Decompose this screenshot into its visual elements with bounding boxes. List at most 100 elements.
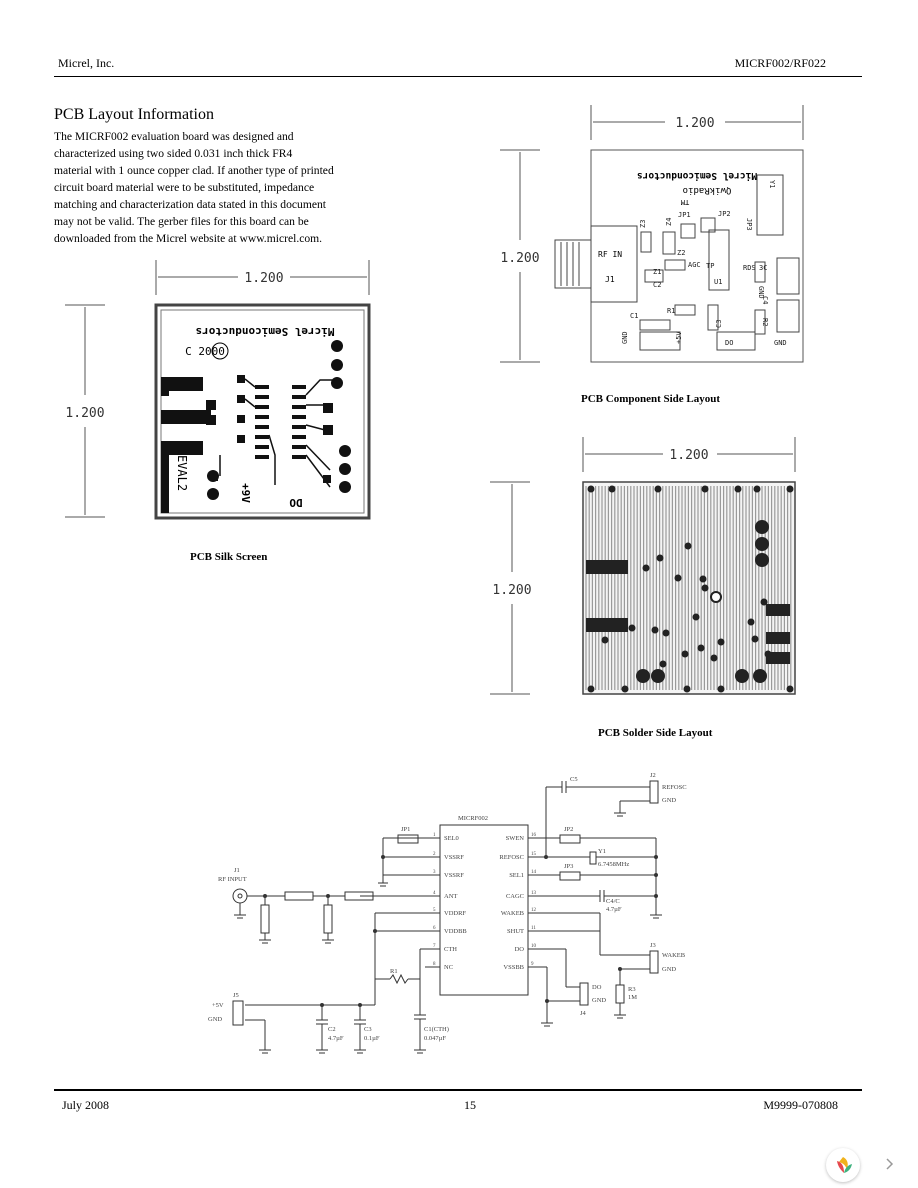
component-rds: RDS [743,264,756,272]
schematic-pin-right: SWEN [506,835,525,842]
header-right: MICRF002/RF022 [734,56,826,70]
schematic-pin-num: 13 [531,891,537,896]
component-c1: C1 [630,312,638,320]
footer-page-number: 15 [464,1098,476,1112]
schematic-pin-num: 15 [531,852,537,857]
schematic-c4: C4/C [606,898,620,905]
silk-logo-text: Micrel Semiconductors [195,325,334,338]
schematic-pin-left: SEL0 [444,835,459,842]
solder-dim-width: 1.200 [669,448,708,463]
header-left: Micrel, Inc. [58,56,115,70]
schematic-pin-left: VDDBB [444,928,467,935]
component-tp: TP [706,262,714,270]
pcb-solder-side-figure: 1.200 1.200 [490,437,796,695]
schematic-c3: C3 [364,1026,372,1033]
pcb-component-side-figure: 1.200 1.200 RF IN J1 Micrel Semiconducto… [500,105,804,363]
schematic-j4: J4 [580,1010,587,1017]
silk-plus9v-label: +9V [239,483,252,503]
schematic-pin-num: 10 [531,944,537,949]
pcb-silk-screen-figure: 1.200 1.200 Micrel Semiconductors C 2000… [65,260,371,520]
schematic-j2-gnd: GND [662,797,676,804]
footer-doc-number: M9999-070808 [763,1098,838,1112]
component-r2: R2 [761,318,769,326]
schematic-r3: R3 [628,986,636,993]
schematic-r1: R1 [390,968,398,975]
paragraph-line: may not be valid. The gerber files for t… [54,215,309,228]
schematic-c2-val: 4.7µF [328,1035,344,1042]
schematic-pin-num: 4 [433,891,436,896]
schematic-jp2: JP2 [564,826,573,833]
silk-eval-label: EVAL2 [175,455,189,491]
schematic-j5: J5 [233,992,239,999]
schematic-pin-num: 8 [433,962,436,967]
schematic-pin-num: 1 [433,833,436,838]
caption-component-side: PCB Component Side Layout [581,393,721,405]
component-plus5v: +5V [675,331,683,344]
component-c3: C3 [715,320,723,328]
schematic-plus5v: +5V [212,1002,224,1009]
schematic-pin-num: 14 [531,870,537,875]
schematic-pin-right: DO [515,946,525,953]
silk-dim-width: 1.200 [244,271,283,286]
schematic-pin-num: 3 [433,870,436,875]
silk-dim-height: 1.200 [65,406,104,421]
schematic-diagram: MICRF002 SEL0 VSSRF VSSRF ANT VDDRF VDDB… [208,772,687,1054]
silk-copyright: C 2000 [185,345,225,358]
component-do: DO [725,339,733,347]
schematic-c3-val: 0.1µF [364,1035,380,1042]
schematic-pin-right: SEL1 [509,872,524,879]
schematic-pin-num: 2 [433,852,436,857]
schematic-c2: C2 [328,1026,336,1033]
schematic-jp1: JP1 [401,826,410,833]
footer-rule [54,1089,862,1091]
schematic-pin-num: 9 [531,962,534,967]
schematic-pin-num: 16 [531,833,537,838]
component-logo-text: Micrel Semiconductors [637,170,757,181]
schematic-c1-val: 0.047µF [424,1035,446,1042]
next-page-button[interactable] [878,1152,902,1176]
component-dim-height: 1.200 [500,251,539,266]
component-jp3: JP3 [745,218,753,231]
schematic-jp3: JP3 [564,863,573,870]
schematic-c5: C5 [570,776,578,783]
paragraph-line: downloaded from the Micrel website at ww… [54,232,323,245]
silk-do-label: DO [289,496,303,509]
schematic-pin-right: WAKEB [501,910,525,917]
component-z2: Z2 [677,249,685,257]
schematic-pin-right: CAGC [506,893,524,900]
schematic-pin-num: 12 [531,908,537,913]
schematic-y1: Y1 [598,848,606,855]
component-gnd: GND [757,286,765,299]
schematic-j3-gnd: GND [662,966,676,973]
section-paragraph: The MICRF002 evaluation board was design… [54,128,354,247]
footer-date: July 2008 [62,1098,110,1112]
component-gnd-left: GND [621,331,629,344]
component-u1: U1 [714,278,722,286]
schematic-pin-num: 11 [531,926,536,931]
paragraph-line: matching and characterization data state… [54,198,327,211]
schematic-pin-left: VSSRF [444,854,464,861]
schematic-do: DO [592,984,602,991]
viewer-logo-button[interactable] [826,1148,860,1182]
schematic-y1-val: 6.7458MHz [598,861,629,868]
schematic-j5-gnd: GND [208,1016,222,1023]
paragraph-line: material with 1 ounce copper clad. If an… [54,164,334,177]
caption-silk-screen: PCB Silk Screen [190,551,268,563]
component-gnd-right: GND [774,339,787,347]
component-jp2: JP2 [718,210,731,218]
schematic-ic-name: MICRF002 [458,815,488,822]
chevron-right-icon [886,1158,894,1170]
component-rf-in: RF IN [598,250,622,259]
component-r1: R1 [667,307,675,315]
schematic-wakeb: WAKEB [662,952,686,959]
schematic-c1: C1(CTH) [424,1026,449,1033]
component-z3: Z3 [639,220,647,228]
schematic-pin-left: CTH [444,946,457,953]
schematic-pin-num: 5 [433,908,436,913]
schematic-refosc: REFOSC [662,784,687,791]
paragraph-line: circuit board material were to be substi… [54,181,315,194]
schematic-pin-right: VSSBB [503,964,524,971]
schematic-pin-left: VSSRF [444,872,464,879]
component-j1: J1 [605,275,615,284]
schematic-j2: J2 [650,772,656,779]
